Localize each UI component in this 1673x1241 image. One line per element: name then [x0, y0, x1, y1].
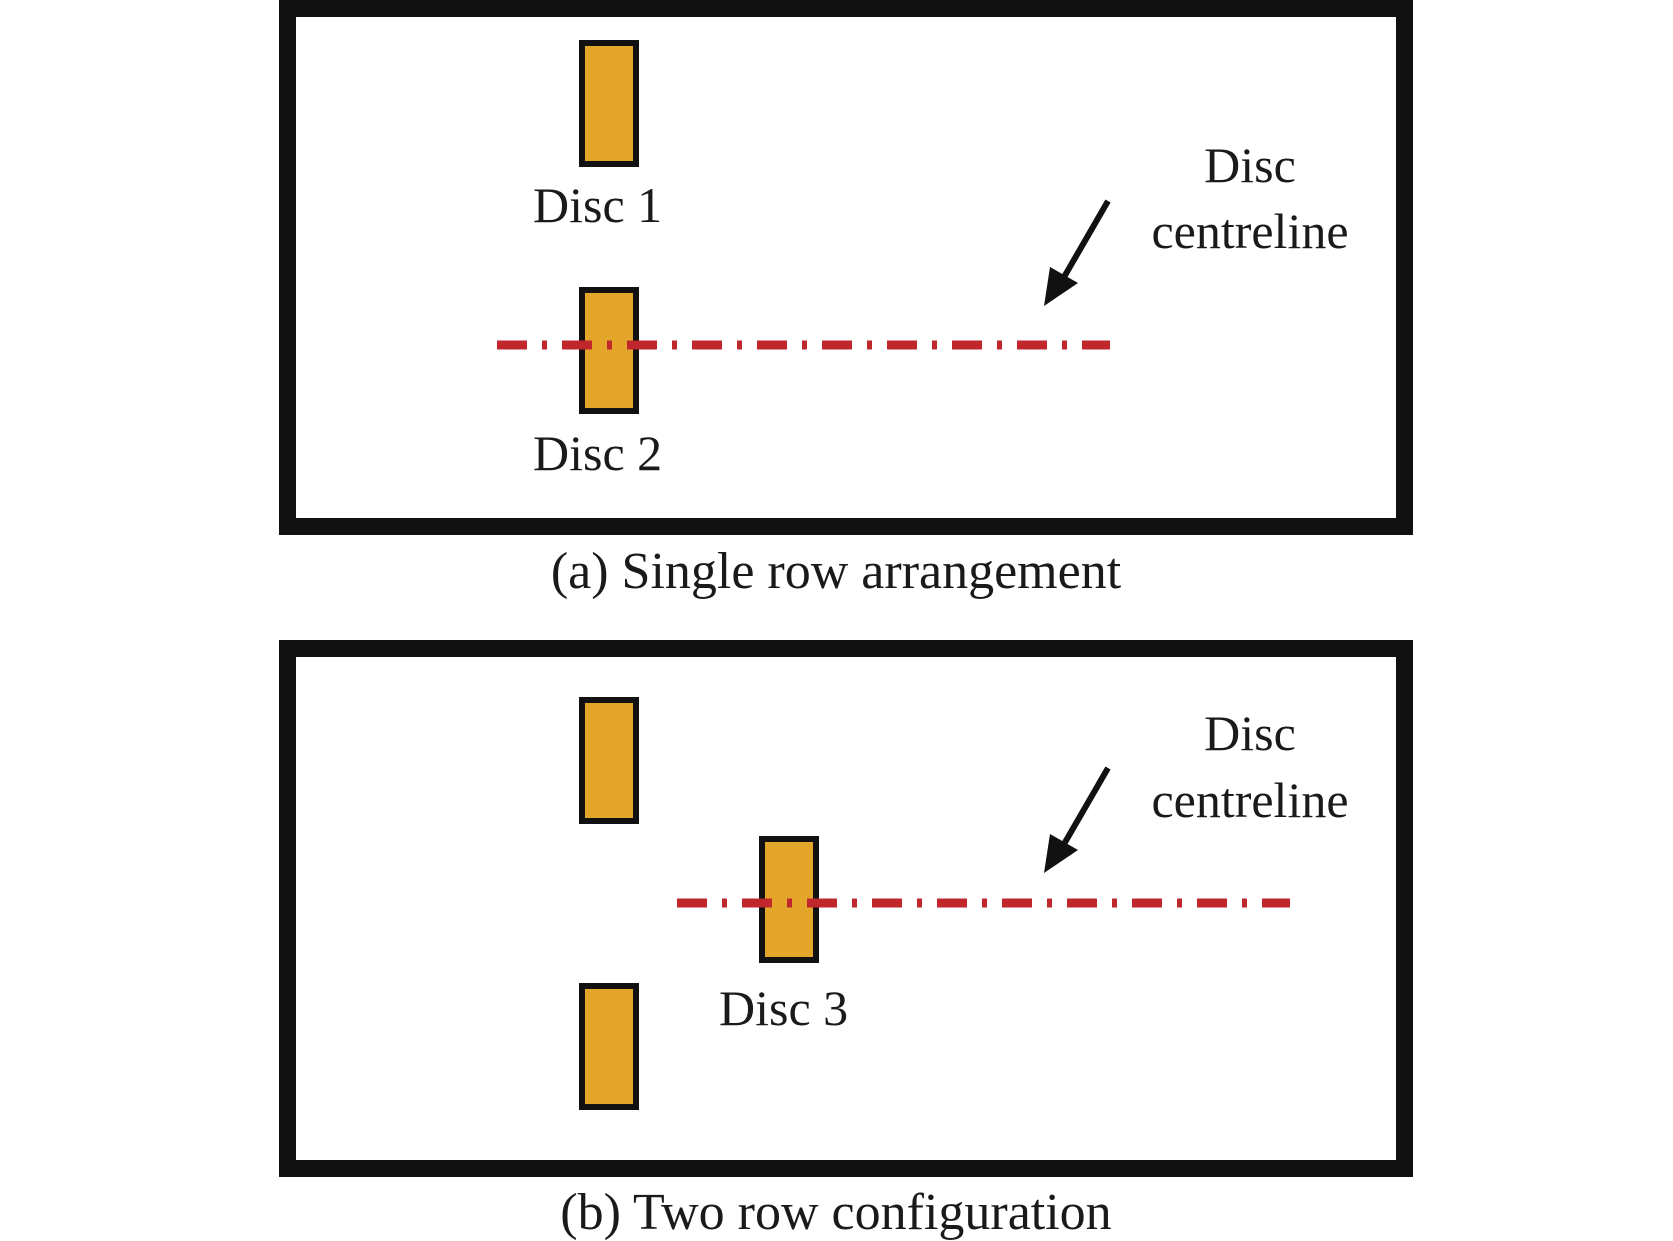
- panel-a-centreline-label-line1: Disc: [1204, 137, 1296, 193]
- panel-b-frame: [279, 640, 1413, 1177]
- disc-2-label: Disc 2: [533, 425, 663, 481]
- panel-b-centreline-label-line1: Disc: [1204, 705, 1296, 761]
- disc-1-label: Disc 1: [533, 177, 663, 233]
- panel-a-frame: [279, 0, 1413, 535]
- panel-a-centreline-label-line2: centreline: [1151, 203, 1349, 259]
- panel-b-caption: (b) Two row configuration: [560, 1184, 1112, 1241]
- panel-a-caption: (a) Single row arrangement: [550, 543, 1122, 600]
- disc-3-label: Disc 3: [719, 980, 849, 1036]
- panel-b-centreline-label-line2: centreline: [1151, 772, 1349, 828]
- panel-a-arrow-icon: [1044, 199, 1111, 306]
- disc-bottom-left: [579, 983, 639, 1110]
- panel-b-arrow-icon: [1044, 766, 1111, 873]
- disc-top-left: [579, 697, 639, 824]
- disc-1: [579, 40, 639, 167]
- disc-2: [579, 287, 639, 414]
